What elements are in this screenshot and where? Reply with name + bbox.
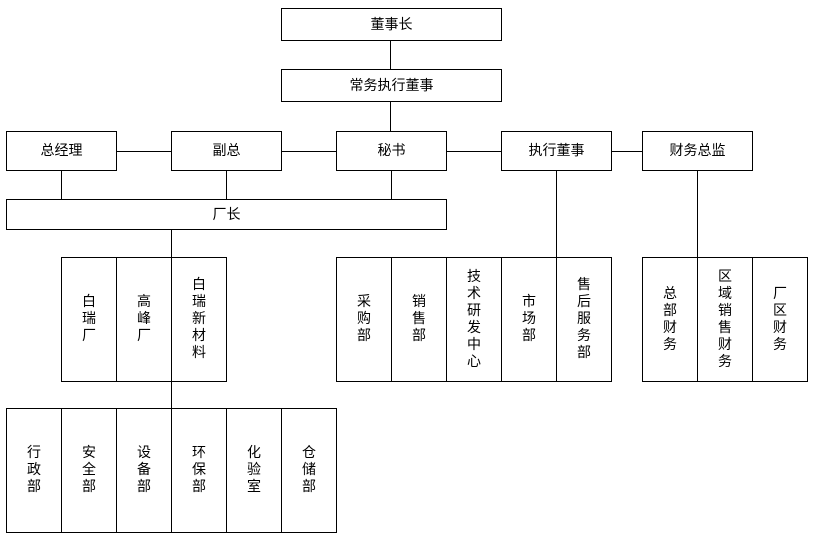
exec-dept-label: 市场部 <box>522 294 536 344</box>
connector-secretary-factory <box>391 170 392 200</box>
secretary-box: 秘书 <box>336 131 447 171</box>
general-manager-label: 总经理 <box>40 143 83 159</box>
plant-dept-label: 行政部 <box>27 445 41 495</box>
plant-box: 白瑞厂 <box>61 257 117 382</box>
plant-dept-label: 化验室 <box>247 445 261 495</box>
finance-director-label: 财务总监 <box>669 143 726 159</box>
plant-dept-label: 仓储部 <box>302 445 316 495</box>
executive-director-label: 执行董事 <box>528 143 585 159</box>
plant-dept-box: 仓储部 <box>281 408 337 533</box>
exec-dept-box: 技术研发中心 <box>446 257 502 382</box>
connector-execdir-depts <box>556 170 557 258</box>
exec-dept-box: 采购部 <box>336 257 392 382</box>
plant-dept-box: 化验室 <box>226 408 282 533</box>
exec-dept-box: 销售部 <box>391 257 447 382</box>
executive-director-box: 执行董事 <box>501 131 612 171</box>
exec-dept-label: 销售部 <box>412 294 426 344</box>
plant-box: 白瑞新材料 <box>171 257 227 382</box>
deputy-gm-label: 副总 <box>212 143 241 159</box>
exec-vice-chairman-box: 常务执行董事 <box>281 69 502 102</box>
plant-dept-box: 环保部 <box>171 408 227 533</box>
exec-dept-label: 售后服务部 <box>577 277 591 361</box>
plant-dept-box: 行政部 <box>6 408 62 533</box>
finance-dept-box: 厂区财务 <box>752 257 808 382</box>
connector-finance-depts <box>697 170 698 258</box>
finance-dept-label: 总部财务 <box>663 285 677 353</box>
exec-dept-box: 市场部 <box>501 257 557 382</box>
plant-label: 高峰厂 <box>137 294 151 344</box>
finance-director-box: 财务总监 <box>642 131 753 171</box>
finance-dept-label: 区域销售财务 <box>718 268 732 370</box>
plant-dept-label: 设备部 <box>137 445 151 495</box>
plant-dept-box: 设备部 <box>116 408 172 533</box>
plant-dept-label: 安全部 <box>82 445 96 495</box>
finance-dept-box: 区域销售财务 <box>697 257 753 382</box>
general-manager-box: 总经理 <box>6 131 117 171</box>
finance-dept-box: 总部财务 <box>642 257 698 382</box>
deputy-gm-box: 副总 <box>171 131 282 171</box>
connector-deputy-factory <box>226 170 227 200</box>
plant-label: 白瑞厂 <box>82 294 96 344</box>
plant-label: 白瑞新材料 <box>192 277 206 361</box>
factory-director-box: 厂长 <box>6 199 447 230</box>
factory-director-label: 厂长 <box>212 206 241 223</box>
connector-gm-factory <box>61 170 62 200</box>
chairman-label: 董事长 <box>370 16 413 33</box>
chairman-box: 董事长 <box>281 8 502 41</box>
plant-box: 高峰厂 <box>116 257 172 382</box>
exec-vice-chairman-label: 常务执行董事 <box>349 77 434 94</box>
finance-dept-label: 厂区财务 <box>773 285 787 353</box>
plant-dept-label: 环保部 <box>192 445 206 495</box>
plant-dept-box: 安全部 <box>61 408 117 533</box>
connector-chairman-exec <box>390 40 391 70</box>
exec-dept-box: 售后服务部 <box>556 257 612 382</box>
secretary-label: 秘书 <box>377 143 406 159</box>
exec-dept-label: 采购部 <box>357 294 371 344</box>
connector-exec-secretary <box>390 101 391 131</box>
exec-dept-label: 技术研发中心 <box>467 268 481 370</box>
